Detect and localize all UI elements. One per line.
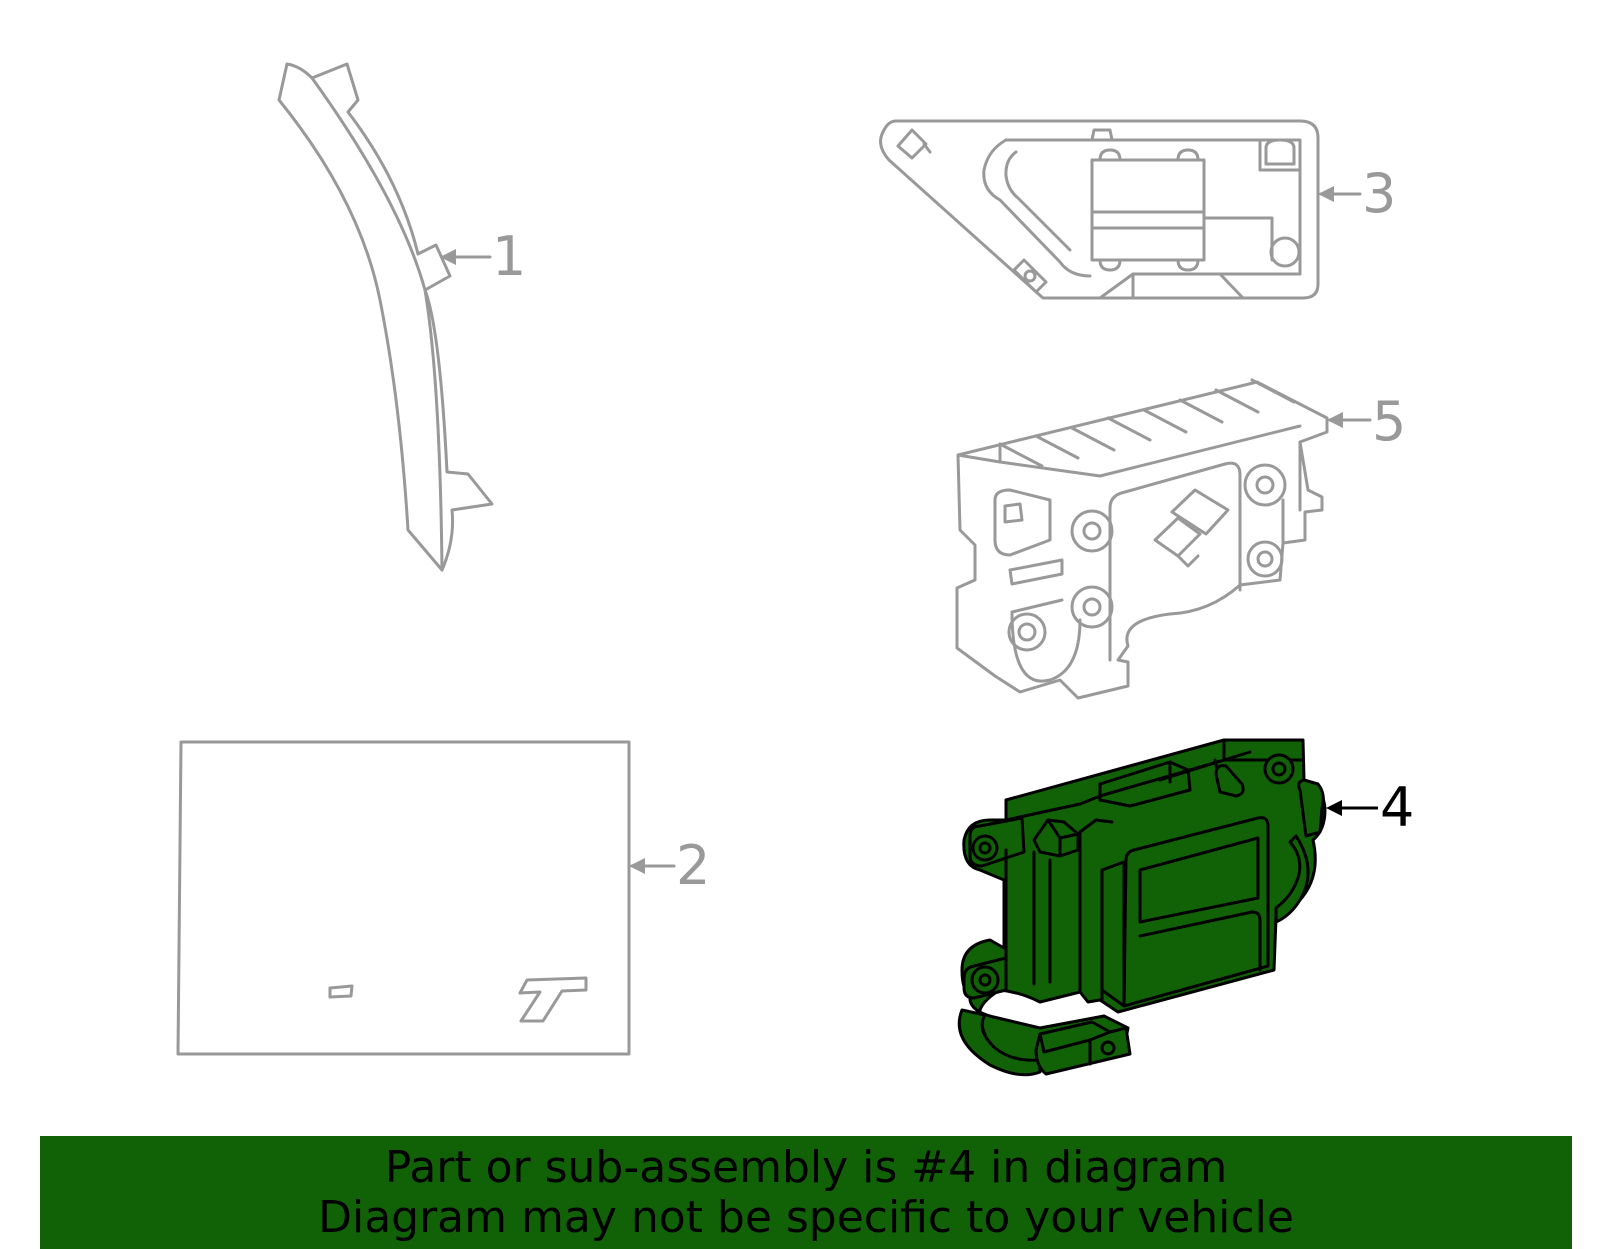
callout-5-label: 5 — [1372, 390, 1406, 453]
callout-5: 5 — [1327, 390, 1406, 453]
callout-4-label: 4 — [1380, 776, 1414, 839]
callout-1: 1 — [440, 225, 526, 288]
part-3-bracket[interactable] — [879, 119, 1320, 300]
banner-line-1: Part or sub-assembly is #4 in diagram — [384, 1141, 1228, 1193]
callout-4: 4 — [1326, 776, 1414, 839]
callout-2-label: 2 — [676, 834, 710, 897]
callout-1-label: 1 — [492, 225, 526, 288]
banner-line-2: Diagram may not be specific to your vehi… — [318, 1191, 1294, 1243]
part-4-control-module[interactable] — [957, 738, 1327, 1077]
callout-3: 3 — [1318, 162, 1396, 225]
info-banner: Part or sub-assembly is #4 in diagram Di… — [40, 1136, 1572, 1249]
part-1-pillar-trim[interactable] — [277, 62, 494, 572]
part-5-mounting-bracket[interactable] — [955, 378, 1329, 700]
callout-2: 2 — [629, 834, 710, 897]
part-2-label[interactable] — [176, 740, 631, 1056]
callout-3-label: 3 — [1362, 162, 1396, 225]
